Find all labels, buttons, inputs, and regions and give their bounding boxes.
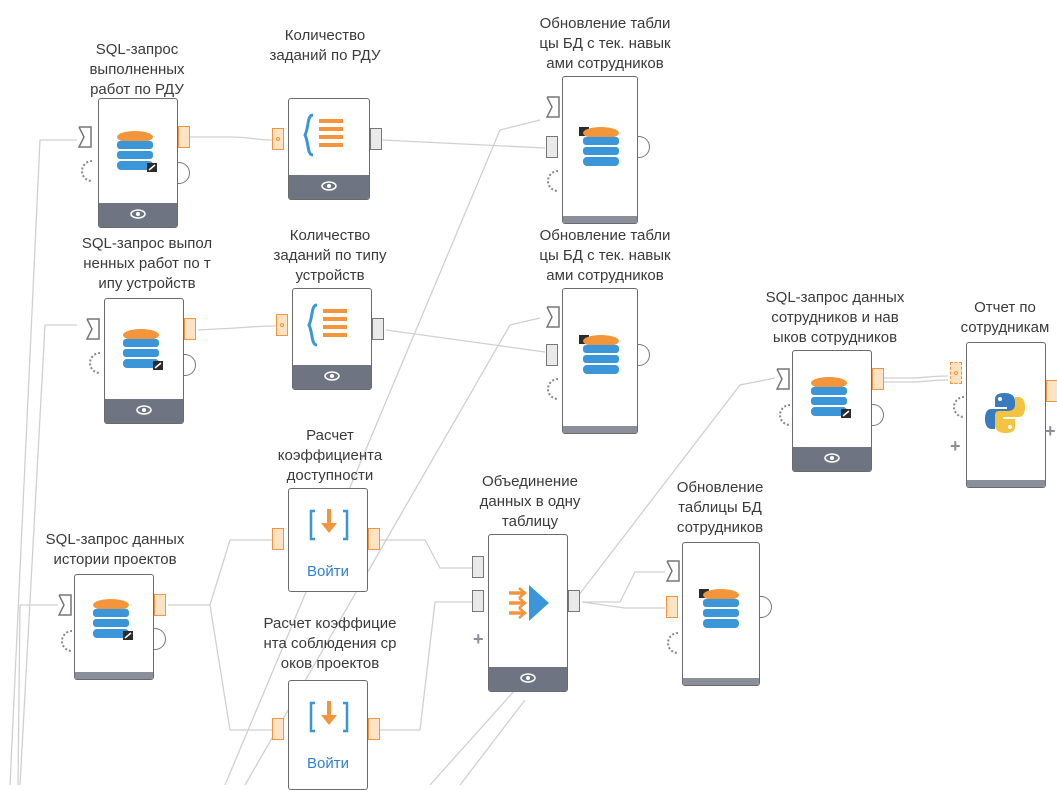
add-port-icon[interactable]: + [950, 436, 961, 456]
node-label-count-rdu: Количество заданий по РДУ [269, 27, 381, 64]
braces-list-icon [303, 113, 357, 162]
database-icon [697, 587, 747, 642]
error-port[interactable] [60, 630, 74, 652]
add-port-icon[interactable]: + [473, 629, 484, 649]
input-port[interactable] [472, 590, 484, 612]
node-update-employees[interactable] [682, 542, 760, 686]
node-update-skills-2[interactable] [562, 288, 638, 434]
node-count-devices[interactable] [292, 288, 372, 390]
node-availability[interactable]: Войти [288, 488, 368, 592]
node-sql-devices[interactable] [104, 298, 184, 424]
input-port[interactable] [272, 718, 284, 740]
node-sql-projects[interactable] [74, 574, 154, 680]
node-count-rdu[interactable] [288, 98, 370, 200]
input-port[interactable] [950, 362, 962, 384]
input-port[interactable] [545, 96, 560, 118]
eye-icon[interactable] [520, 670, 536, 688]
input-port[interactable] [546, 344, 558, 366]
node-footer [683, 678, 759, 685]
node-label-report: Отчет по сотрудникам [960, 299, 1050, 336]
node-update-skills-1[interactable] [562, 76, 638, 224]
python-icon [983, 391, 1027, 440]
error-port[interactable] [546, 170, 560, 192]
input-port[interactable] [85, 318, 100, 340]
node-label-merge: Объединение данных в одну таблицу [479, 473, 581, 530]
input-port[interactable] [546, 136, 558, 158]
output-port[interactable] [154, 594, 166, 616]
input-port[interactable] [472, 556, 484, 578]
node-merge[interactable] [488, 534, 568, 692]
input-port[interactable] [276, 314, 288, 336]
node-label-deadline: Расчет коэффицие нта соблюдения ср оков … [263, 615, 397, 672]
database-icon [577, 333, 627, 388]
eye-icon[interactable] [324, 368, 340, 386]
node-label-update-skills-1: Обновление табли цы БД с тек. навык ами … [539, 15, 671, 72]
database-icon [119, 327, 169, 382]
output-port[interactable] [568, 590, 580, 612]
braces-list-icon [307, 303, 361, 352]
node-footer [563, 426, 637, 433]
database-icon [807, 375, 857, 430]
enter-button[interactable]: Войти [307, 755, 349, 772]
node-footer [967, 480, 1045, 487]
output-port[interactable] [372, 318, 384, 340]
eye-icon[interactable] [824, 450, 840, 468]
node-footer [75, 672, 153, 679]
output-port[interactable] [368, 718, 380, 740]
input-port[interactable] [77, 126, 92, 148]
input-port[interactable] [272, 528, 284, 550]
output-port[interactable] [178, 126, 190, 148]
input-port[interactable] [545, 306, 560, 328]
node-label-sql-employees-skills: SQL-запрос данных сотрудников и нав ыков… [765, 289, 905, 346]
node-footer [105, 399, 183, 423]
node-label-update-employees: Обновление таблицы БД сотрудников [676, 479, 764, 536]
error-port[interactable] [952, 396, 966, 418]
eye-icon[interactable] [136, 402, 152, 420]
node-footer [289, 175, 369, 199]
node-label-sql-projects: SQL-запрос данных истории проектов [45, 531, 185, 568]
node-sql-rdu[interactable] [98, 98, 178, 228]
input-port[interactable] [666, 596, 678, 618]
enter-icon [309, 697, 349, 742]
output-port[interactable] [1046, 380, 1057, 402]
error-port[interactable] [778, 404, 792, 426]
node-footer [99, 203, 177, 227]
input-port[interactable] [775, 368, 790, 390]
node-report[interactable] [966, 342, 1046, 488]
eye-icon[interactable] [130, 206, 146, 224]
error-port[interactable] [666, 632, 680, 654]
database-icon [89, 597, 139, 652]
node-label-sql-rdu: SQL-запрос выполненных работ по РДУ [89, 41, 185, 98]
node-footer [563, 216, 637, 223]
enter-button[interactable]: Войти [307, 563, 349, 580]
database-icon [113, 129, 163, 184]
node-label-availability: Расчет коэффициента доступности [277, 427, 383, 484]
node-footer [293, 365, 371, 389]
node-label-sql-devices: SQL-запрос выпол ненных работ по т ипу у… [81, 235, 213, 292]
database-icon [577, 125, 627, 180]
output-port[interactable] [368, 528, 380, 550]
output-port[interactable] [872, 368, 884, 390]
input-port[interactable] [272, 128, 284, 150]
node-deadline[interactable]: Войти [288, 680, 368, 790]
eye-icon[interactable] [321, 178, 337, 196]
node-footer [489, 667, 567, 691]
enter-icon [309, 505, 349, 550]
node-label-update-skills-2: Обновление табли цы БД с тек. навык ами … [539, 227, 671, 284]
error-port[interactable] [80, 160, 94, 182]
error-port[interactable] [546, 378, 560, 400]
node-sql-employees-skills[interactable] [792, 350, 872, 472]
node-footer [793, 447, 871, 471]
output-port[interactable] [370, 128, 382, 150]
add-port-icon[interactable]: + [1045, 421, 1056, 441]
input-port[interactable] [665, 560, 680, 582]
node-label-count-devices: Количество заданий по типу устройств [273, 227, 387, 284]
error-port[interactable] [88, 352, 102, 374]
merge-arrow-icon [507, 583, 551, 628]
input-port[interactable] [57, 594, 72, 616]
output-port[interactable] [184, 318, 196, 340]
